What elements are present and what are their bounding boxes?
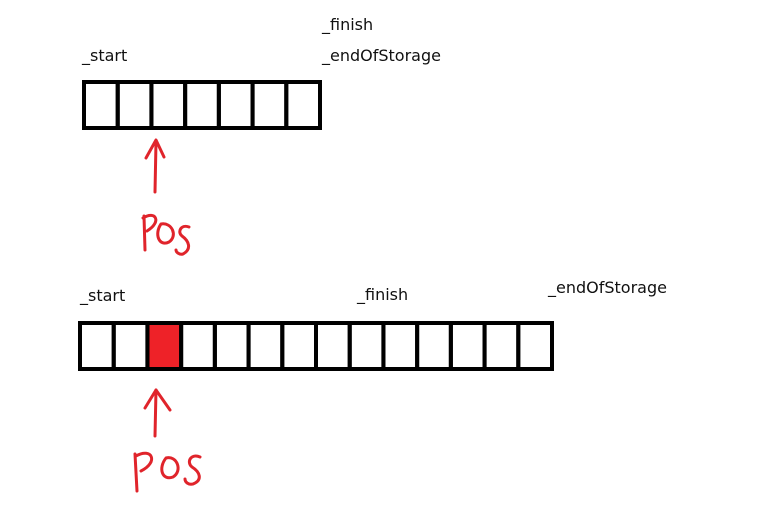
storage-2-cell (111, 321, 150, 371)
storage-array-2 (78, 321, 554, 371)
storage-2-cell (280, 321, 318, 371)
storage-1-cell (284, 80, 322, 130)
finish-label-1: _finish (321, 15, 373, 35)
end-of-storage-label-1: _endOfStorage (321, 46, 441, 66)
pos-arrow-1 (144, 138, 166, 194)
storage-1-cell (115, 80, 154, 130)
storage-2-cell (78, 321, 116, 371)
storage-2-cell (516, 321, 554, 371)
storage-2-cell (415, 321, 453, 371)
storage-array-1 (82, 80, 322, 130)
storage-1-cell (82, 80, 120, 130)
storage-2-cell (314, 321, 352, 371)
diagram-2: _start _finish _endOfStorage (78, 278, 667, 493)
storage-1-cell (183, 80, 221, 130)
end-of-storage-label-2: _endOfStorage (547, 278, 667, 298)
start-label-2: _start (79, 286, 125, 306)
storage-2-highlighted-cell (147, 323, 182, 369)
storage-1-cell (149, 80, 188, 130)
pos-label-2 (133, 451, 202, 493)
storage-2-cell (179, 321, 217, 371)
storage-2-cell (347, 321, 386, 371)
storage-2-cell (246, 321, 285, 371)
pos-label-1 (141, 213, 191, 256)
storage-2-cell (212, 321, 251, 371)
diagram-1: _finish _start _endOfStorage (81, 15, 441, 256)
start-label-1: _start (81, 46, 127, 66)
storage-1-cell (216, 80, 255, 130)
finish-label-2: _finish (356, 285, 408, 305)
storage-1-cell (250, 80, 289, 130)
storage-2-cell (482, 321, 521, 371)
pos-arrow-2 (143, 388, 172, 438)
storage-2-cell (448, 321, 487, 371)
storage-2-cell (381, 321, 420, 371)
